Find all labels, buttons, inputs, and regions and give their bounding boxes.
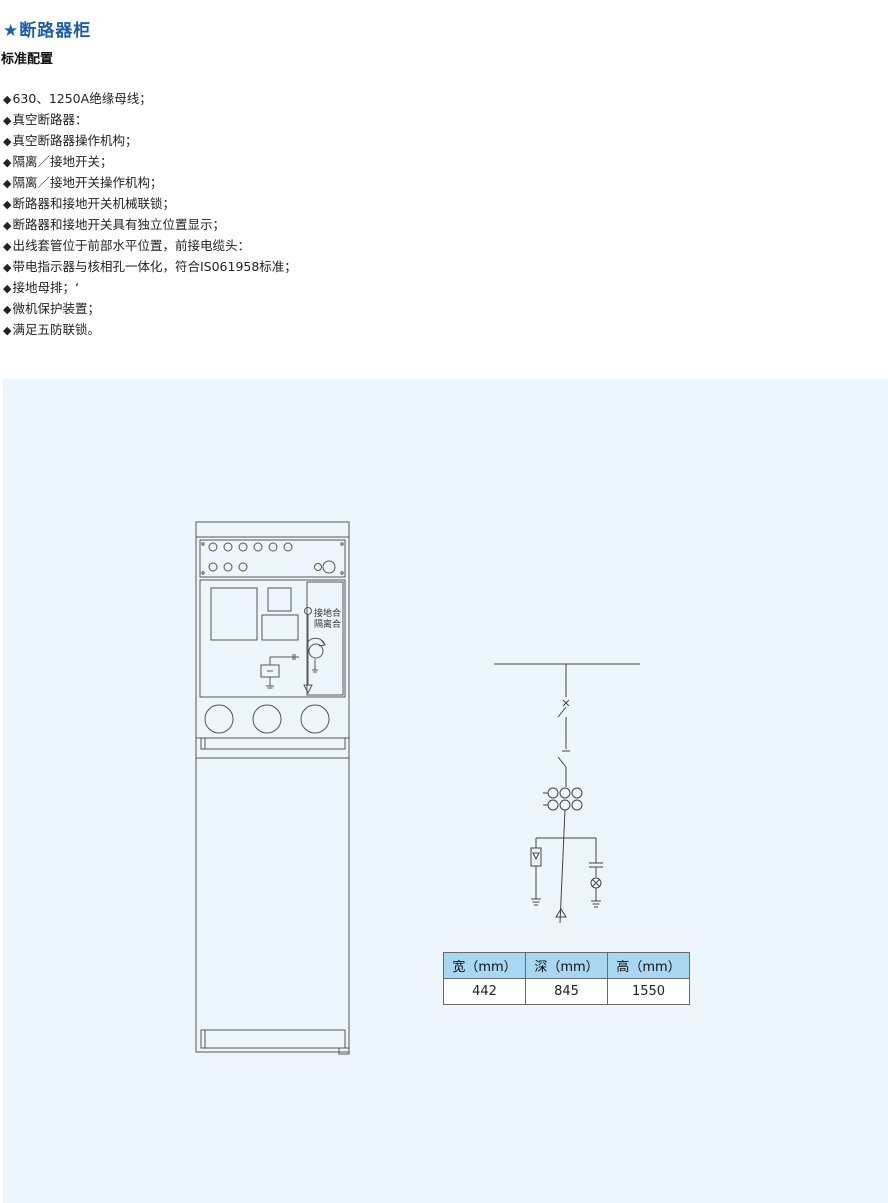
diamond-bullet-icon: ◆ xyxy=(3,93,12,106)
bushing-cover xyxy=(204,704,234,734)
diamond-bullet-icon: ◆ xyxy=(3,156,12,169)
list-item: ◆断路器和接地开关具有独立位置显示； xyxy=(3,214,297,235)
depth-value: 845 xyxy=(525,978,608,1005)
list-item: ◆出线套管位于前部水平位置，前接电缆头： xyxy=(3,235,297,256)
operating-shaft-icon xyxy=(308,643,324,659)
feature-text: 真空断路器操作机构； xyxy=(12,133,138,148)
feature-text: 隔离／接地开关操作机构； xyxy=(12,175,163,190)
diamond-bullet-icon: ◆ xyxy=(3,177,12,190)
table-header-row: 宽（mm） 深（mm） 高（mm） xyxy=(443,952,690,979)
diamond-bullet-icon: ◆ xyxy=(3,198,12,211)
label-earthing-closed: 接地合 xyxy=(314,607,341,619)
selector-knob-icon xyxy=(322,560,336,574)
cabinet-front-drawing: 接地合 隔离合 xyxy=(195,521,350,1055)
width-value: 442 xyxy=(443,978,526,1005)
height-value: 1550 xyxy=(607,978,690,1005)
feature-text: 接地母排；‘ xyxy=(12,280,79,295)
circuit-breaker-icon xyxy=(557,699,570,749)
diamond-bullet-icon: ◆ xyxy=(3,324,12,337)
feature-text: 带电指示器与核相孔一体化，符合IS061958标准； xyxy=(12,259,297,274)
diamond-bullet-icon: ◆ xyxy=(3,219,12,232)
diamond-bullet-icon: ◆ xyxy=(3,240,12,253)
list-item: ◆真空断路器操作机构； xyxy=(3,130,297,151)
feature-list: ◆630、1250A绝缘母线； ◆真空断路器： ◆真空断路器操作机构； ◆隔离／… xyxy=(3,88,297,340)
disconnector-icon xyxy=(557,750,570,787)
diamond-bullet-icon: ◆ xyxy=(3,303,12,316)
section-subtitle: 标准配置 xyxy=(1,52,54,67)
dimensions-table: 宽（mm） 深（mm） 高（mm） 442 845 1550 xyxy=(443,952,690,1005)
list-item: ◆断路器和接地开关机械联锁； xyxy=(3,193,297,214)
indicator-lamps xyxy=(208,542,293,572)
current-transformer-icon xyxy=(543,787,583,811)
list-item: ◆带电指示器与核相孔一体化，符合IS061958标准； xyxy=(3,256,297,277)
relay-panel xyxy=(199,579,346,698)
feature-text: 真空断路器： xyxy=(12,112,88,127)
cable-terminal-icon xyxy=(555,908,567,918)
list-item: ◆微机保护装置； xyxy=(3,298,297,319)
feature-text: 满足五防联锁。 xyxy=(12,322,100,337)
drawing-panel xyxy=(3,379,888,1203)
feature-text: 630、1250A绝缘母线； xyxy=(12,91,152,106)
list-item: ◆630、1250A绝缘母线； xyxy=(3,88,297,109)
diamond-bullet-icon: ◆ xyxy=(3,282,12,295)
diamond-bullet-icon: ◆ xyxy=(3,261,12,274)
handle-bar xyxy=(200,737,346,750)
surge-arrester-icon xyxy=(530,847,542,867)
height-header: 高（mm） xyxy=(607,952,690,979)
list-item: ◆隔离／接地开关； xyxy=(3,151,297,172)
feature-text: 断路器和接地开关机械联锁； xyxy=(12,196,175,211)
single-line-diagram xyxy=(494,663,640,924)
feature-text: 隔离／接地开关； xyxy=(12,154,113,169)
bushing-cover xyxy=(300,704,330,734)
label-isolation-closed: 隔离合 xyxy=(314,618,341,630)
diamond-bullet-icon: ◆ xyxy=(3,135,12,148)
feature-text: 断路器和接地开关具有独立位置显示； xyxy=(12,217,225,232)
feature-text: 微机保护装置； xyxy=(12,301,100,316)
page-title: ★断路器柜 xyxy=(3,21,92,41)
protection-relay xyxy=(210,587,258,641)
bushing-cover xyxy=(252,704,282,734)
instrument-panel xyxy=(199,539,346,578)
list-item: ◆隔离／接地开关操作机构； xyxy=(3,172,297,193)
list-item: ◆真空断路器： xyxy=(3,109,297,130)
diamond-bullet-icon: ◆ xyxy=(3,114,12,127)
cabinet-outline xyxy=(195,521,350,1053)
feature-text: 出线套管位于前部水平位置，前接电缆头： xyxy=(12,238,250,253)
width-header: 宽（mm） xyxy=(443,952,526,979)
cabinet-base xyxy=(200,1029,346,1049)
list-item: ◆接地母排；‘ xyxy=(3,277,297,298)
list-item: ◆满足五防联锁。 xyxy=(3,319,297,340)
table-row: 442 845 1550 xyxy=(443,978,690,1005)
depth-header: 深（mm） xyxy=(525,952,608,979)
